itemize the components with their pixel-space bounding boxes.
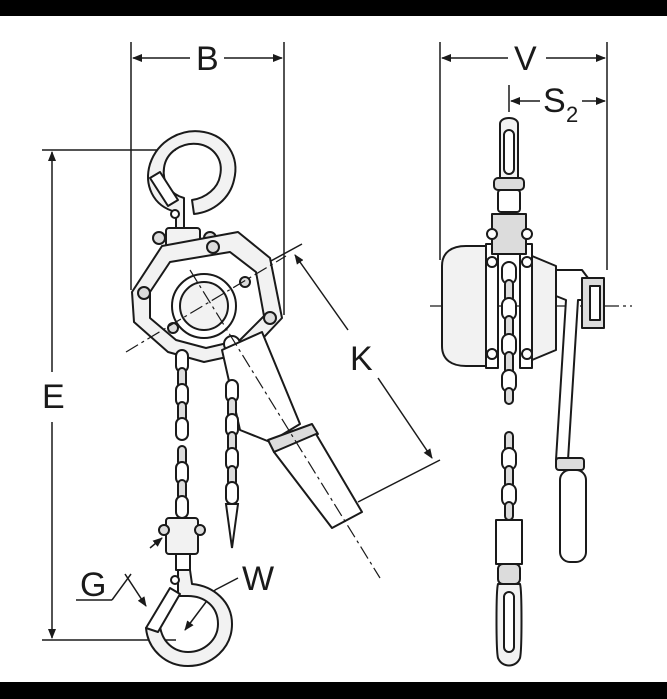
label-b: B [196,40,219,78]
label-g: G [80,566,106,604]
label-w: W [242,560,274,598]
load-chain-left [175,349,189,519]
label-v: V [514,40,537,78]
dimension-lines [42,42,608,641]
hand-chain-left [224,379,240,549]
label-s: S [543,82,566,120]
bottom-hook-latch [145,587,181,633]
bottom-hook [145,517,233,667]
side-chain [501,261,517,521]
dimension-labels: B V S 2 E K G W [42,40,578,604]
top-hook-latch [149,171,179,207]
side-grip [559,469,587,563]
side-bottom-hook [495,519,523,667]
label-s-subscript: 2 [566,102,578,127]
hoist-side-view [441,117,605,563]
gear-housing [441,245,489,367]
label-k: K [350,340,373,378]
label-e: E [42,378,65,416]
lever-grip [273,433,363,529]
side-lever [555,269,589,461]
